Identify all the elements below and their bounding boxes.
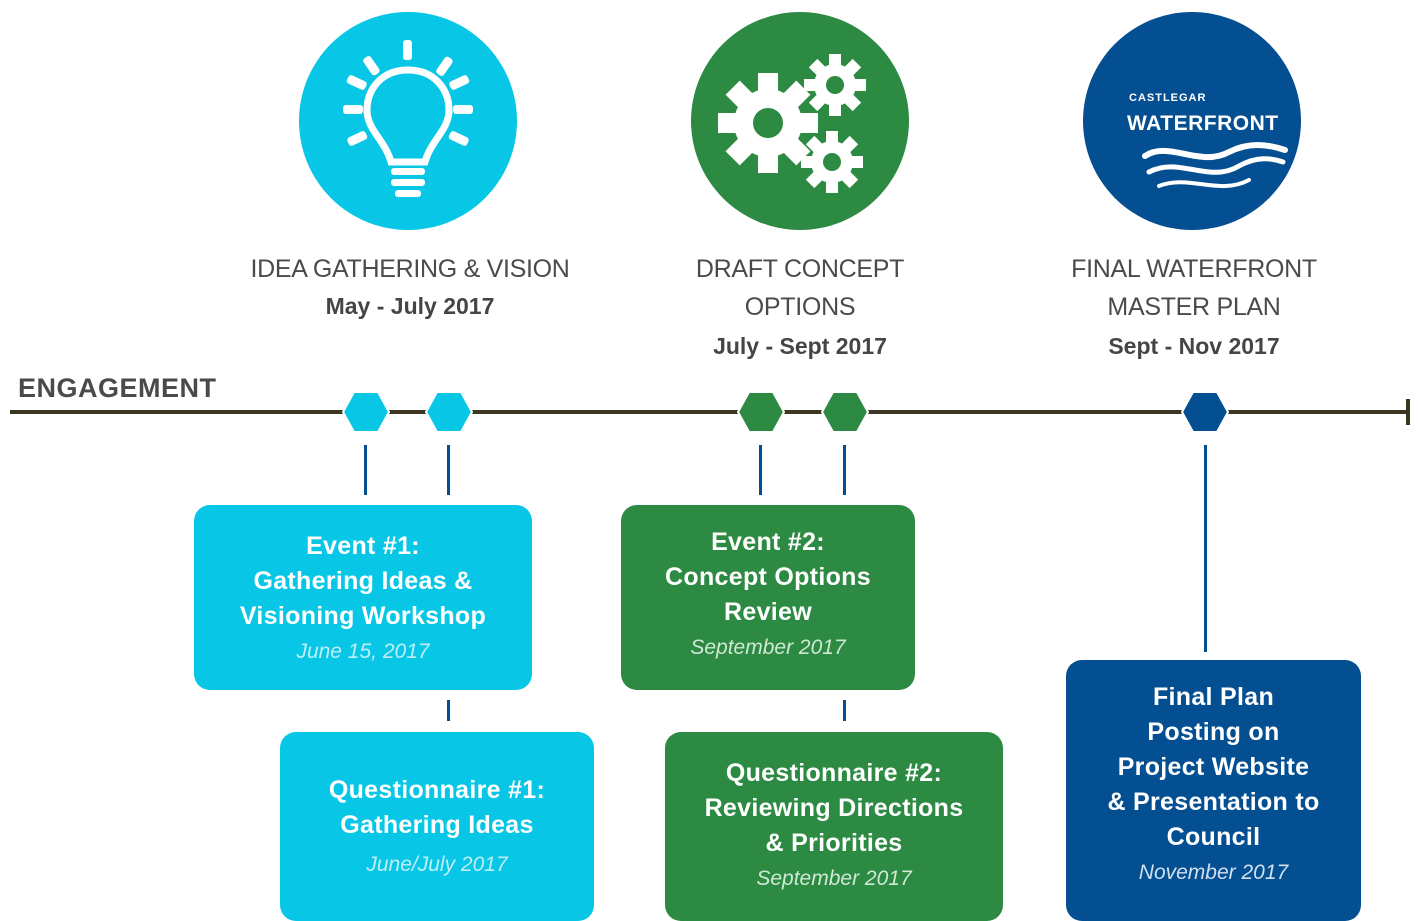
hex-marker-event-1 — [342, 391, 390, 433]
event-1-card: Event #1: Gathering Ideas & Visioning Wo… — [194, 505, 532, 690]
hex-marker-final-plan — [1181, 391, 1229, 433]
event-1-date: June 15, 2017 — [296, 640, 430, 663]
phase-3-date: Sept - Nov 2017 — [1108, 333, 1280, 359]
connector-event-1 — [364, 445, 367, 495]
castlegar-waterfront-logo: CASTLEGAR WATERFRONT — [1083, 12, 1301, 230]
questionnaire-1-date: June/July 2017 — [366, 853, 508, 876]
connector-event-2 — [759, 445, 762, 495]
phase-3-title-line-1: FINAL WATERFRONT — [1071, 255, 1317, 283]
hex-marker-event-2 — [737, 391, 785, 433]
connector-questionnaire-2-upper — [843, 445, 846, 495]
connector-final-plan — [1204, 445, 1207, 652]
logo-small-text: CASTLEGAR — [1129, 92, 1207, 104]
phase-2-date: July - Sept 2017 — [713, 333, 887, 359]
event-2-card: Event #2: Concept Options Review Septemb… — [621, 505, 915, 690]
phase-3-circle: CASTLEGAR WATERFRONT — [1083, 12, 1301, 230]
phase-1-circle — [299, 12, 517, 230]
phase-1-title: IDEA GATHERING & VISION — [210, 250, 610, 288]
event-2-title: Event #2: Concept Options Review — [665, 528, 871, 626]
lightbulb-icon — [343, 40, 473, 197]
event-2-date: September 2017 — [690, 636, 846, 659]
timeline-endcap — [1406, 399, 1410, 425]
wave-icon — [1142, 142, 1288, 189]
gears-icon — [718, 54, 866, 193]
phase-2-circle — [691, 12, 909, 230]
hex-marker-questionnaire-2 — [821, 391, 869, 433]
connector-questionnaire-1-upper — [447, 445, 450, 495]
phase-2-title: DRAFT CONCEPT OPTIONS — [600, 250, 1000, 326]
phase-2-title-line-1: DRAFT CONCEPT — [695, 255, 905, 283]
engagement-label: ENGAGEMENT — [18, 373, 217, 403]
connector-questionnaire-1-lower — [447, 700, 450, 721]
final-plan-title: Final Plan Posting on Project Website & … — [1107, 683, 1320, 851]
phase-3-title: FINAL WATERFRONT MASTER PLAN — [994, 250, 1394, 326]
questionnaire-1-card: Questionnaire #1: Gathering Ideas June/J… — [280, 732, 594, 921]
timeline-line — [10, 410, 1410, 414]
connector-questionnaire-2-lower — [843, 700, 846, 721]
phase-1-date: May - July 2017 — [325, 293, 495, 319]
questionnaire-1-title: Questionnaire #1: Gathering Ideas — [328, 776, 546, 839]
hex-marker-questionnaire-1 — [425, 391, 473, 433]
final-plan-date: November 2017 — [1138, 861, 1289, 884]
questionnaire-2-card: Questionnaire #2: Reviewing Directions &… — [665, 732, 1003, 921]
phase-3-title-line-2: MASTER PLAN — [1107, 293, 1281, 321]
phase-1-title-line-1: IDEA GATHERING & VISION — [250, 255, 570, 283]
questionnaire-2-title: Questionnaire #2: Reviewing Directions &… — [704, 759, 964, 857]
event-1-title: Event #1: Gathering Ideas & Visioning Wo… — [239, 532, 487, 630]
final-plan-card: Final Plan Posting on Project Website & … — [1066, 660, 1361, 921]
logo-big-text: WATERFRONT — [1127, 112, 1279, 135]
questionnaire-2-date: September 2017 — [756, 867, 912, 890]
phase-2-title-line-2: OPTIONS — [744, 293, 856, 321]
